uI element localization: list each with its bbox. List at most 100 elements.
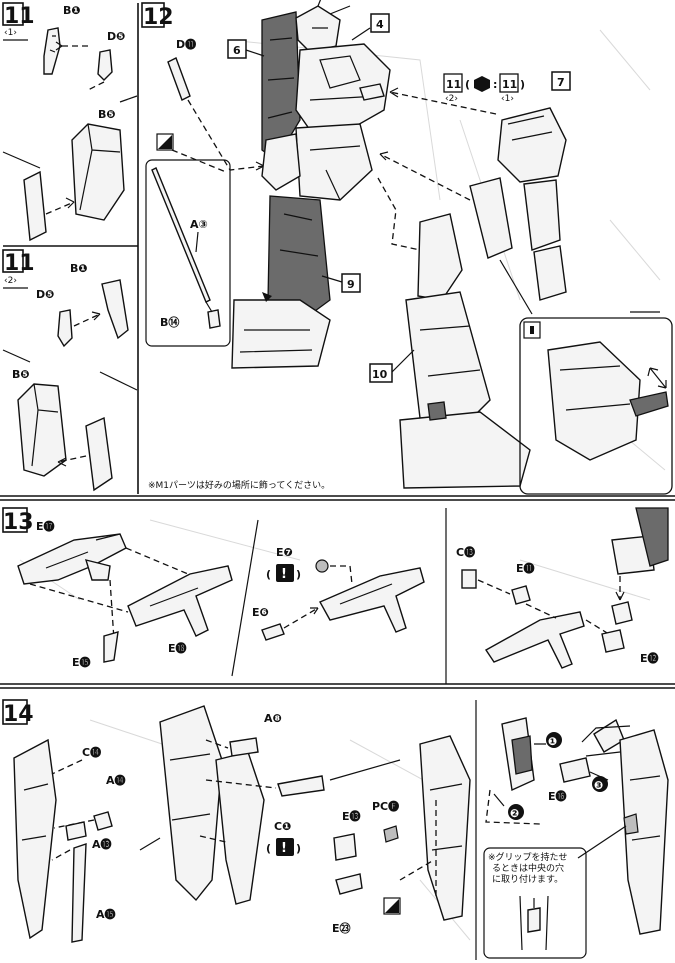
saber-blade-a3 bbox=[151, 167, 211, 303]
shield-final bbox=[619, 729, 669, 935]
svg-text:❷: ❷ bbox=[510, 807, 519, 820]
polycap-f bbox=[383, 825, 399, 843]
step-13-panel: 13 E⓱ E⓲ E⓯ E❼ ( ! ) E❻ C⓭ E⓫ E⓬ bbox=[2, 507, 669, 684]
shoulder-peg bbox=[359, 83, 385, 101]
step-badge bbox=[2, 699, 28, 725]
foot bbox=[231, 299, 331, 369]
chest-4 bbox=[295, 43, 391, 131]
step-number: 13 bbox=[3, 510, 34, 535]
waist-detail bbox=[547, 341, 641, 461]
bracket-c13 bbox=[461, 569, 477, 589]
joint-e11 bbox=[511, 585, 531, 605]
part-e13 bbox=[333, 833, 357, 861]
step-14-panel: 14 C⓮ A⓮ A⓭ A⓯ A❽ C❶ ( ! ) E⓭ PC🅕 bbox=[2, 699, 669, 960]
part-label: E⓱ bbox=[36, 519, 55, 533]
part-label: E⓰ bbox=[548, 789, 567, 803]
part-label: D❺ bbox=[107, 30, 125, 43]
part-label: B❺ bbox=[12, 368, 30, 381]
part-label: E⓲ bbox=[168, 641, 187, 655]
step-11-1-panel: 11 ‹1› B❶ D❺ B❺ bbox=[2, 2, 138, 242]
step-reference: 11 ‹2› ( : 11 ‹1› ) bbox=[443, 73, 525, 104]
svg-text:‹2›: ‹2› bbox=[445, 94, 458, 104]
callout-number: 4 bbox=[376, 18, 384, 31]
svg-text:): ) bbox=[296, 842, 301, 855]
part-label: A⓮ bbox=[106, 773, 126, 787]
part-label: B⑭ bbox=[160, 315, 179, 329]
bracket-top bbox=[593, 718, 625, 753]
step-badge bbox=[141, 2, 165, 28]
step-sub: ‹1› bbox=[4, 28, 17, 38]
part-label: C❶ bbox=[274, 820, 291, 833]
assembled-rifle bbox=[319, 567, 425, 633]
foot-10 bbox=[399, 411, 531, 489]
svg-text:!: ! bbox=[281, 567, 287, 582]
grip-note-inset bbox=[483, 847, 587, 959]
svg-text:(: ( bbox=[266, 842, 271, 855]
shield-assembly-2 bbox=[419, 735, 471, 921]
part-label: D⓫ bbox=[176, 37, 196, 51]
step-badge bbox=[2, 249, 24, 273]
part-label: E⓬ bbox=[640, 651, 659, 665]
callout-number: 7 bbox=[557, 76, 565, 89]
part-label: A⓯ bbox=[96, 907, 116, 921]
step-badge bbox=[2, 2, 24, 26]
grip-note-line: ※グリップを持たせ bbox=[488, 851, 568, 863]
part-c1 bbox=[277, 775, 325, 797]
callout-number: 9 bbox=[347, 278, 355, 291]
part-e12 bbox=[601, 629, 625, 653]
step-badge bbox=[2, 507, 28, 533]
warning-icon bbox=[276, 838, 294, 856]
step-marker bbox=[546, 732, 562, 748]
shoulder-armor bbox=[469, 177, 513, 259]
part-label: E❻ bbox=[252, 606, 269, 619]
svg-text:): ) bbox=[296, 568, 301, 581]
part-label: C⓮ bbox=[82, 745, 101, 759]
part-label: E⓭ bbox=[342, 809, 361, 823]
muzzle-e6 bbox=[261, 623, 285, 641]
part-label: PC🅕 bbox=[372, 799, 399, 813]
svg-text:11: 11 bbox=[446, 78, 461, 91]
joint-part-d5 bbox=[97, 49, 113, 81]
shin-10 bbox=[405, 291, 491, 421]
svg-text:❸: ❸ bbox=[594, 779, 603, 792]
svg-text:‹1›: ‹1› bbox=[501, 94, 514, 104]
step-11-2-panel: 11 ‹2› B❶ D❺ B❺ bbox=[2, 245, 138, 492]
shoulder-7 bbox=[497, 107, 567, 183]
sight-e7 bbox=[315, 559, 329, 573]
step-number: 11 bbox=[4, 4, 35, 29]
shield-c14 bbox=[13, 738, 57, 940]
forearm bbox=[533, 245, 567, 301]
part-label: E㉓ bbox=[332, 921, 351, 935]
waist bbox=[295, 123, 373, 201]
arm-piece bbox=[85, 416, 113, 492]
part-label: D❺ bbox=[36, 288, 54, 301]
part-label: E⓯ bbox=[72, 655, 91, 669]
detail-inset bbox=[519, 317, 673, 495]
part-a8 bbox=[229, 737, 259, 757]
part-a13 bbox=[65, 821, 87, 841]
rifle-half-e18 bbox=[127, 565, 233, 637]
svg-text:❶: ❶ bbox=[548, 735, 557, 748]
saber-hilt-d11 bbox=[167, 57, 191, 101]
callout-box bbox=[370, 13, 390, 33]
part-label: E⓫ bbox=[516, 561, 535, 575]
callout-box bbox=[551, 71, 571, 91]
callout-box bbox=[369, 363, 393, 383]
part-a14 bbox=[93, 811, 113, 831]
upper-arm bbox=[523, 179, 561, 251]
step-number: 14 bbox=[3, 702, 34, 727]
callout-number: 6 bbox=[233, 44, 241, 57]
svg-text:(: ( bbox=[465, 78, 470, 91]
svg-text:11: 11 bbox=[502, 78, 517, 91]
rifle-half-e17 bbox=[17, 533, 127, 585]
part-label: B❶ bbox=[63, 4, 81, 17]
part-label: E❼ bbox=[276, 546, 293, 559]
mirror-icon bbox=[474, 76, 490, 92]
part-e23 bbox=[335, 873, 363, 895]
arm-piece bbox=[23, 170, 47, 242]
part-a15 bbox=[71, 843, 87, 943]
svg-text:): ) bbox=[520, 78, 525, 91]
part-label: C⓭ bbox=[456, 545, 475, 559]
svg-text:!: ! bbox=[281, 841, 287, 856]
